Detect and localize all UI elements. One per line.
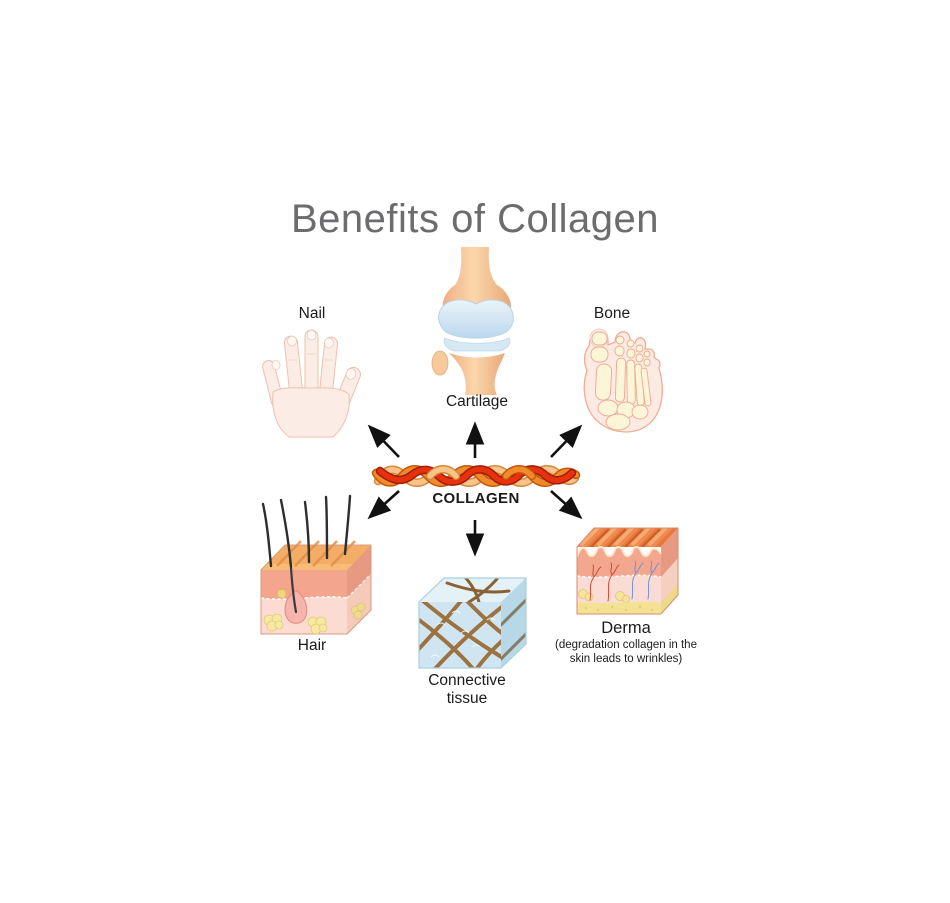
connective-tissue-icon [418, 577, 527, 669]
cartilage-label: Cartilage [445, 393, 509, 410]
derma-skin-illustration [574, 514, 680, 616]
arrow-up-left-icon [367, 424, 400, 458]
connective-tissue-label-line1: Connective [428, 672, 506, 689]
radiating-arrows [355, 412, 595, 567]
hand-nails-icon [262, 329, 361, 438]
bone-label: Bone [593, 305, 631, 322]
hair-follicle-icon [260, 494, 372, 635]
connective-tissue-illustration [417, 575, 529, 670]
arrow-down-right-icon [550, 490, 583, 520]
arrow-down-left-icon [367, 490, 400, 520]
foot-bones-illustration [572, 320, 664, 435]
hand-illustration [259, 324, 364, 439]
connective-tissue-label-line2: tissue [446, 689, 488, 707]
derma-caption-line2: skin leads to wrinkles) [569, 653, 683, 666]
collagen-label: COLLAGEN [432, 490, 520, 507]
nail-label: Nail [298, 305, 326, 322]
hair-skin-illustration [257, 494, 373, 649]
cartilage-icon [431, 247, 514, 395]
derma-caption: (degradation collagen in the skin leads … [555, 638, 697, 667]
connective-tissue-label: Connective tissue [428, 672, 506, 708]
derma-caption-line1: (degradation collagen in the [555, 639, 697, 651]
foot-bones-icon [583, 328, 663, 433]
knee-joint-illustration [427, 247, 527, 395]
page-title: Benefits of Collagen [290, 197, 659, 241]
collagen-fiber-illustration [371, 459, 581, 493]
wrinkled-skin-icon [576, 527, 679, 615]
derma-label: Derma [601, 619, 651, 637]
arrow-up-right-icon [550, 424, 583, 458]
hair-label: Hair [297, 637, 327, 654]
collagen-braid-icon [371, 465, 581, 487]
